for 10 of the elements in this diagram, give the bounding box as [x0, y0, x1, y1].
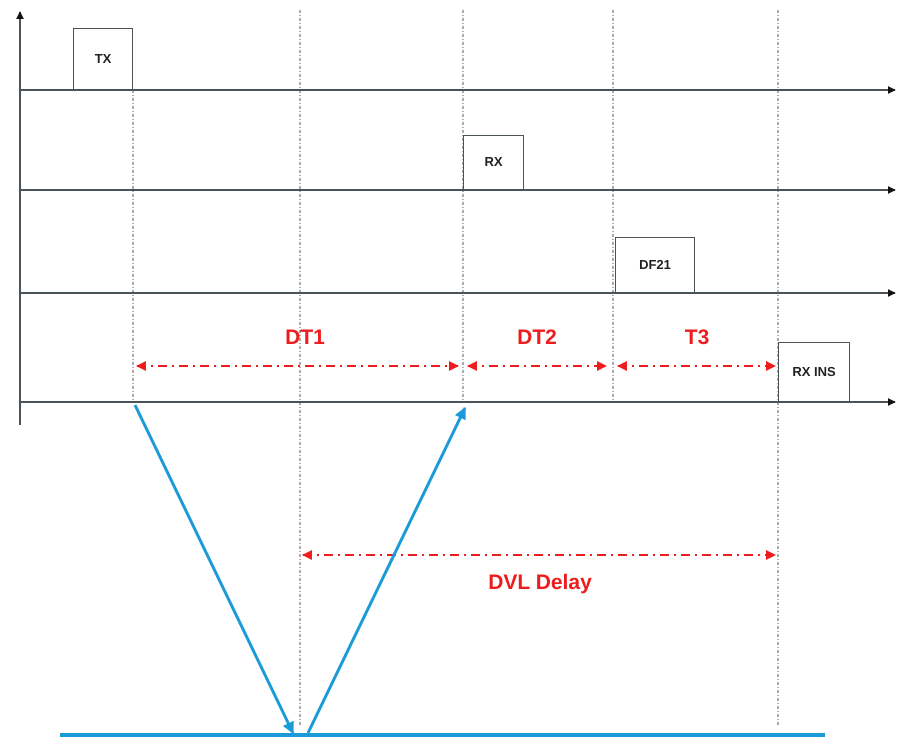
- dimension-label: T3: [684, 326, 710, 350]
- signal-pulse-box: RX: [463, 135, 524, 190]
- dimension-label: DT2: [517, 326, 557, 350]
- signal-pulse-box: TX: [73, 28, 133, 90]
- signal-pulse-box: RX INS: [778, 342, 850, 402]
- dimension-label: DT1: [285, 326, 325, 350]
- dimension-label: DVL Delay: [488, 571, 592, 595]
- arrow: [134, 404, 294, 734]
- arrow: [306, 406, 466, 734]
- signal-pulse-box: DF21: [615, 237, 695, 293]
